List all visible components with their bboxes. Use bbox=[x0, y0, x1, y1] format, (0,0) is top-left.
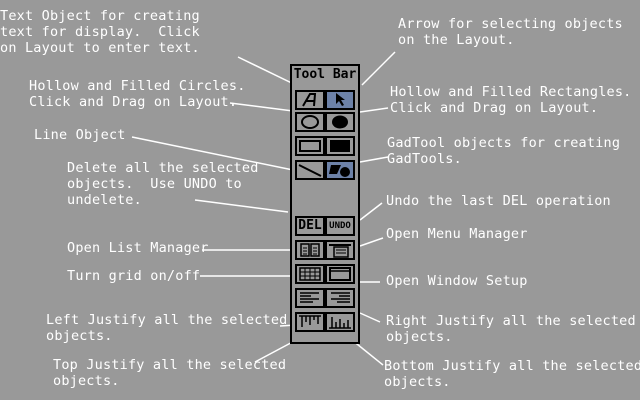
label-line-object: Line Object bbox=[34, 127, 126, 143]
menu-manager-button[interactable] bbox=[325, 240, 355, 260]
callout-line-gadtool bbox=[359, 156, 389, 163]
callout-line-right-justify bbox=[359, 312, 381, 323]
left-justify-button[interactable] bbox=[295, 288, 325, 308]
callout-line-rectangles bbox=[359, 107, 389, 113]
callout-line-circles bbox=[229, 102, 294, 112]
menu-manager-icon bbox=[329, 244, 351, 258]
label-left-justify: Left Justify all the selected objects. bbox=[46, 312, 288, 344]
right-justify-icon bbox=[331, 292, 350, 303]
label-delete-all: Delete all the selected objects. Use UND… bbox=[67, 160, 259, 208]
label-text-object: Text Object for creating text for displa… bbox=[0, 8, 200, 56]
label-arrow: Arrow for selecting objects on the Layou… bbox=[398, 16, 623, 48]
diagonal-line-icon bbox=[298, 164, 322, 177]
hollow-rectangle-icon bbox=[299, 140, 321, 152]
top-justify-icon bbox=[299, 315, 321, 327]
list-manager-icon bbox=[300, 243, 320, 257]
label-gadtool: GadTool objects for creating GadTools. bbox=[387, 135, 621, 167]
tool-bar-window: Tool Bar bbox=[290, 64, 360, 344]
label-menu-manager: Open Menu Manager bbox=[386, 226, 528, 242]
bottom-justify-icon bbox=[329, 317, 351, 329]
label-bottom-justify: Bottom Justify all the selected objects. bbox=[384, 358, 640, 390]
callout-line-undo bbox=[359, 202, 383, 221]
label-undo-del: Undo the last DEL operation bbox=[386, 193, 611, 209]
label-grid: Turn grid on/off bbox=[67, 268, 201, 284]
list-manager-button[interactable] bbox=[295, 240, 325, 260]
callout-line-line-object bbox=[131, 136, 294, 171]
right-justify-button[interactable] bbox=[325, 288, 355, 308]
text-a-icon bbox=[302, 93, 317, 107]
hollow-rectangle-button[interactable] bbox=[295, 136, 325, 156]
label-window-setup: Open Window Setup bbox=[386, 273, 528, 289]
callout-line-arrow bbox=[361, 51, 396, 86]
callout-line-menu-manager bbox=[359, 237, 384, 247]
undo-button[interactable]: UNDO bbox=[325, 216, 355, 236]
label-right-justify: Right Justify all the selected objects. bbox=[386, 313, 636, 345]
grid-icon bbox=[299, 267, 321, 281]
hollow-circle-icon bbox=[301, 115, 319, 129]
label-rectangles: Hollow and Filled Rectangles. Click and … bbox=[390, 84, 632, 116]
text-object-button[interactable] bbox=[295, 90, 325, 110]
tool-bar-title: Tool Bar bbox=[293, 67, 357, 82]
gadtool-shapes-icon bbox=[329, 165, 350, 177]
window-icon bbox=[329, 267, 351, 281]
top-justify-button[interactable] bbox=[295, 312, 325, 332]
label-circles: Hollow and Filled Circles. Click and Dra… bbox=[29, 78, 246, 110]
callout-line-bottom-justify bbox=[351, 339, 384, 366]
arrow-select-button[interactable] bbox=[325, 90, 355, 110]
label-list-manager: Open List Manager bbox=[67, 240, 209, 256]
gadtool-objects-button[interactable] bbox=[325, 160, 355, 180]
delete-button-label: DEL bbox=[298, 218, 322, 233]
arrow-pointer-icon bbox=[336, 93, 345, 106]
left-justify-icon bbox=[300, 292, 319, 303]
filled-rectangle-button[interactable] bbox=[325, 136, 355, 156]
line-object-button[interactable] bbox=[295, 160, 325, 180]
filled-rectangle-icon bbox=[330, 140, 350, 152]
bottom-justify-button[interactable] bbox=[325, 312, 355, 332]
delete-button[interactable]: DEL bbox=[295, 216, 325, 236]
filled-circle-button[interactable] bbox=[325, 112, 355, 132]
label-top-justify: Top Justify all the selected objects. bbox=[53, 357, 287, 389]
callout-line-delete bbox=[194, 199, 289, 213]
undo-button-label: UNDO bbox=[329, 221, 351, 231]
hollow-circle-button[interactable] bbox=[295, 112, 325, 132]
grid-toggle-button[interactable] bbox=[295, 264, 325, 284]
window-setup-button[interactable] bbox=[325, 264, 355, 284]
filled-circle-icon bbox=[332, 115, 348, 129]
